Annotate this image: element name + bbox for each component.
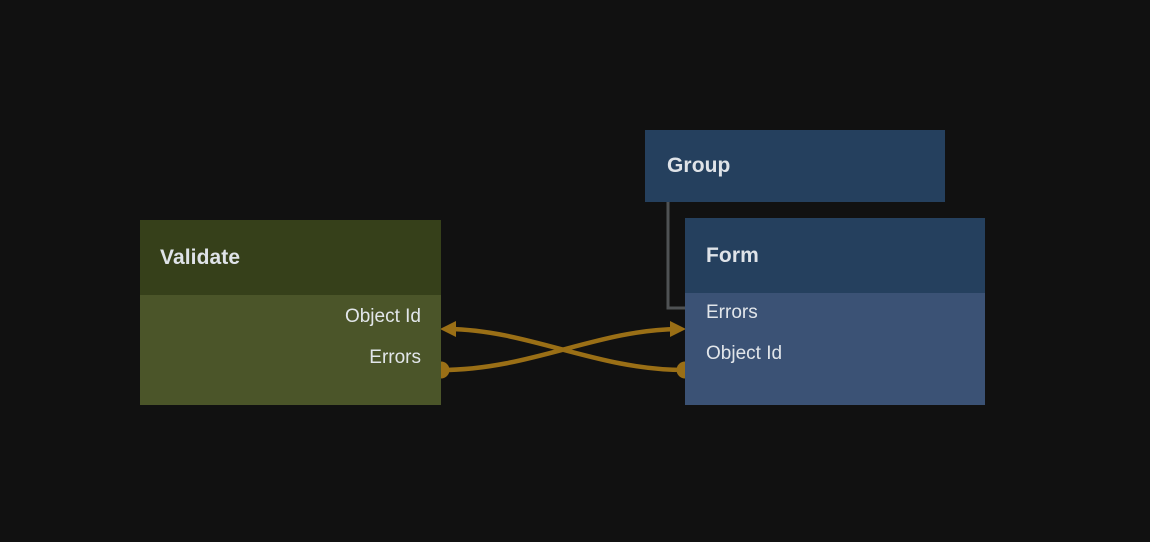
node-validate[interactable]: Validate Object Id Errors <box>140 220 441 405</box>
node-group[interactable]: Group <box>645 130 945 202</box>
port-form-errors[interactable]: Errors <box>706 300 758 326</box>
node-form-body: Errors Object Id <box>685 293 985 405</box>
port-validate-object-id-label: Object Id <box>344 306 421 327</box>
port-form-errors-label: Errors <box>706 302 758 323</box>
node-validate-title: Validate <box>160 245 241 269</box>
node-form[interactable]: Form Errors Object Id <box>685 218 985 405</box>
node-group-title: Group <box>667 154 731 177</box>
port-form-object-id[interactable]: Object Id <box>706 341 782 367</box>
node-form-header[interactable]: Form <box>685 218 985 293</box>
port-validate-object-id[interactable]: Object Id <box>345 304 421 330</box>
port-validate-errors[interactable]: Errors <box>369 345 421 371</box>
tree-elbow-line-icon <box>666 202 686 310</box>
wire-errors-arrowhead-icon <box>670 321 686 337</box>
wire-objectid-form-to-validate[interactable] <box>445 326 688 373</box>
node-form-title: Form <box>706 243 759 267</box>
wire-errors-validate-to-form[interactable] <box>438 326 681 373</box>
port-form-object-id-label: Object Id <box>706 343 783 364</box>
port-validate-errors-label: Errors <box>369 347 421 368</box>
wire-objectid-arrowhead-icon <box>440 321 456 337</box>
node-group-header[interactable]: Group <box>645 130 945 202</box>
node-validate-header[interactable]: Validate <box>140 220 441 295</box>
node-validate-body: Object Id Errors <box>140 295 441 405</box>
